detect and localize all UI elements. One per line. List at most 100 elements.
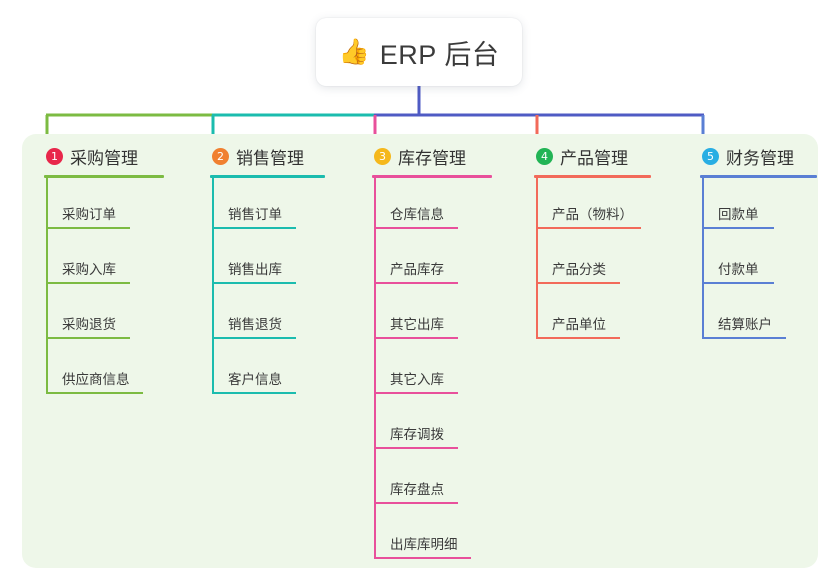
branch-title: 采购管理	[70, 148, 138, 168]
branch-item[interactable]: 结算账户	[690, 288, 839, 343]
branch-item[interactable]: 产品（物料）	[524, 178, 676, 233]
branch-item-underline	[46, 282, 130, 284]
branch-title: 产品管理	[560, 148, 628, 168]
branch-item-underline	[46, 337, 130, 339]
branch-item-underline	[536, 282, 620, 284]
branch-item[interactable]: 回款单	[690, 178, 839, 233]
branch-item-underline	[536, 227, 641, 229]
branch-header-underline	[700, 175, 817, 178]
branch-item[interactable]: 库存盘点	[362, 453, 514, 508]
branch-item-label: 采购入库	[62, 262, 116, 277]
branch-item-underline	[212, 392, 296, 394]
branch-item-label: 结算账户	[718, 317, 772, 332]
branch-item-label: 销售出库	[228, 262, 282, 277]
branch-item[interactable]: 供应商信息	[34, 343, 186, 398]
branch-header-row: 4 产品管理	[524, 142, 676, 170]
branch-item-label: 其它出库	[390, 317, 444, 332]
branch-item[interactable]: 产品库存	[362, 233, 514, 288]
branch-item[interactable]: 其它入库	[362, 343, 514, 398]
branch-item-label: 销售退货	[228, 317, 282, 332]
branch-item[interactable]: 产品分类	[524, 233, 676, 288]
branch-item[interactable]: 出库库明细	[362, 508, 514, 563]
branch-spine	[374, 178, 376, 559]
branch-item-list: 仓库信息产品库存其它出库其它入库库存调拨库存盘点出库库明细	[362, 178, 514, 563]
branch-item-underline	[374, 392, 458, 394]
branch-number-badge: 3	[374, 147, 391, 165]
branch-spine	[536, 178, 538, 339]
thumbs-up-icon: 👍	[338, 37, 370, 66]
branch-number-badge: 4	[536, 147, 553, 165]
branch-header-3[interactable]: 3 库存管理	[362, 142, 514, 178]
branch-item-label: 采购订单	[62, 207, 116, 222]
branch-item[interactable]: 销售出库	[200, 233, 352, 288]
branch-item-underline	[702, 282, 774, 284]
branch-item-underline	[702, 227, 774, 229]
branch-spine	[46, 178, 48, 394]
branch-item-underline	[212, 337, 296, 339]
branch-item-label: 客户信息	[228, 372, 282, 387]
branch-item-underline	[374, 447, 458, 449]
branch-item-list: 销售订单销售出库销售退货客户信息	[200, 178, 352, 398]
branch-item[interactable]: 产品单位	[524, 288, 676, 343]
branch-item[interactable]: 采购订单	[34, 178, 186, 233]
branch-item[interactable]: 客户信息	[200, 343, 352, 398]
branch-item-underline	[536, 337, 620, 339]
root-node[interactable]: 👍 ERP 后台	[316, 18, 522, 86]
branch-header-underline	[372, 175, 492, 178]
branch-spine	[212, 178, 214, 394]
branch-header-underline	[210, 175, 325, 178]
branch-number-badge: 2	[212, 147, 229, 165]
branch-item-label: 库存调拨	[390, 427, 444, 442]
branch-item[interactable]: 销售订单	[200, 178, 352, 233]
branch-header-underline	[44, 175, 164, 178]
branch-item-label: 产品（物料）	[552, 207, 633, 222]
branch-item-label: 付款单	[718, 262, 759, 277]
root-node-content: 👍 ERP 后台	[339, 33, 500, 72]
branch-column-3: 3 库存管理仓库信息产品库存其它出库其它入库库存调拨库存盘点出库库明细	[362, 142, 514, 563]
branch-title: 财务管理	[726, 148, 794, 168]
branch-title: 库存管理	[398, 148, 466, 168]
branch-item-label: 产品单位	[552, 317, 606, 332]
branch-item-list: 回款单付款单结算账户	[690, 178, 839, 343]
branch-item-underline	[374, 557, 471, 559]
branch-item-underline	[374, 227, 458, 229]
page-title: ERP 后台	[379, 39, 500, 70]
branch-item[interactable]: 仓库信息	[362, 178, 514, 233]
branch-item[interactable]: 其它出库	[362, 288, 514, 343]
branch-item-label: 出库库明细	[390, 537, 458, 552]
branch-item-underline	[374, 337, 458, 339]
branch-item-label: 销售订单	[228, 207, 282, 222]
branch-header-row: 5 财务管理	[690, 142, 839, 170]
branch-item-label: 产品库存	[390, 262, 444, 277]
branch-item-label: 仓库信息	[390, 207, 444, 222]
branch-item[interactable]: 库存调拨	[362, 398, 514, 453]
branch-item-label: 产品分类	[552, 262, 606, 277]
branch-item-underline	[374, 502, 458, 504]
branch-item-underline	[212, 282, 296, 284]
branch-item[interactable]: 采购退货	[34, 288, 186, 343]
branch-item-label: 采购退货	[62, 317, 116, 332]
branch-item-underline	[702, 337, 786, 339]
branch-header-4[interactable]: 4 产品管理	[524, 142, 676, 178]
branch-number-badge: 5	[702, 147, 719, 165]
branch-spine	[702, 178, 704, 339]
branch-header-row: 3 库存管理	[362, 142, 514, 170]
branch-header-5[interactable]: 5 财务管理	[690, 142, 839, 178]
branch-item-label: 回款单	[718, 207, 759, 222]
branch-item-list: 采购订单采购入库采购退货供应商信息	[34, 178, 186, 398]
branch-item[interactable]: 付款单	[690, 233, 839, 288]
branch-column-5: 5 财务管理回款单付款单结算账户	[690, 142, 839, 343]
branch-item-underline	[46, 227, 130, 229]
branch-item-label: 供应商信息	[62, 372, 130, 387]
branch-item-list: 产品（物料） 产品分类产品单位	[524, 178, 676, 343]
branch-item[interactable]: 采购入库	[34, 233, 186, 288]
branch-item[interactable]: 销售退货	[200, 288, 352, 343]
branch-item-underline	[46, 392, 143, 394]
